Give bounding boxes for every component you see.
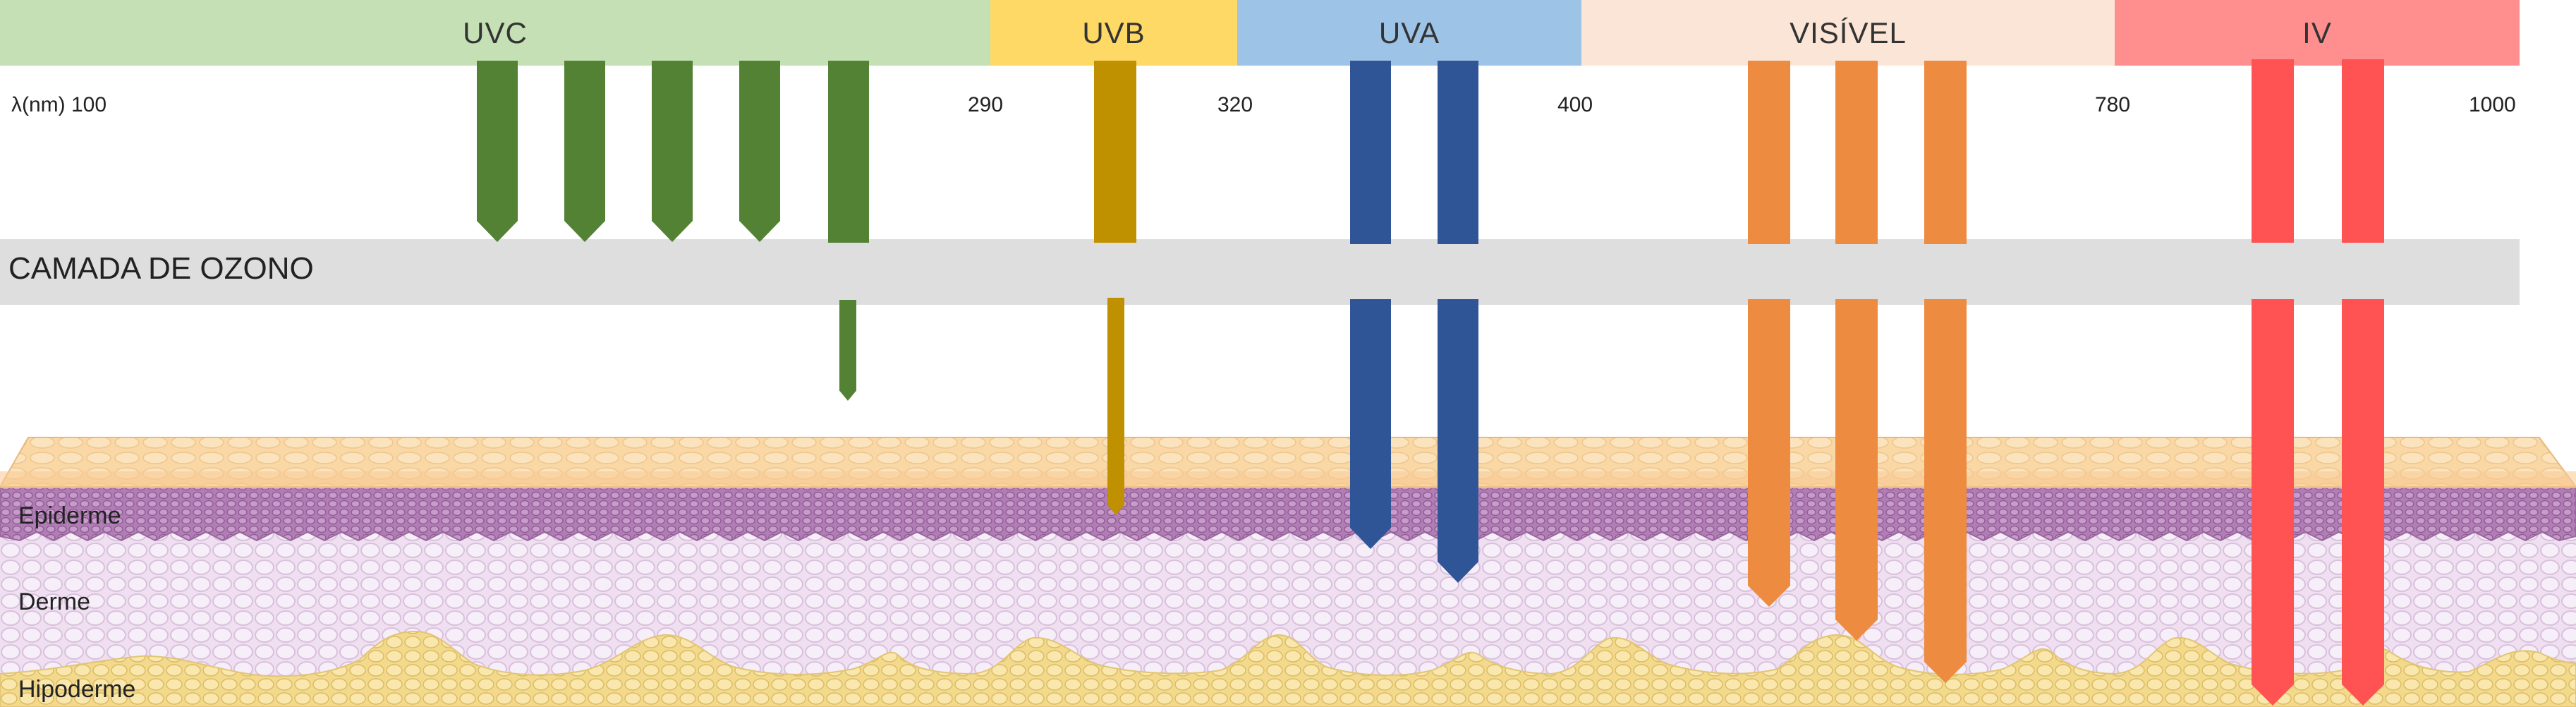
uva-ray-1-upper [1350, 61, 1391, 244]
band-uva: UVA [1237, 0, 1581, 66]
visible-ray-2-upper [1835, 61, 1878, 244]
ir-ray-1-upper [2252, 59, 2294, 243]
derme-label: Derme [18, 588, 91, 615]
ir-ray-2-upper [2342, 59, 2384, 243]
uva-ray-1-lower [1350, 299, 1391, 549]
band-uvb: UVB [990, 0, 1237, 66]
uva-ray-2-upper [1438, 61, 1478, 244]
band-visible-label: VISÍVEL [1790, 16, 1907, 49]
hipoderme-label: Hipoderme [18, 676, 136, 703]
uva-ray-2-lower [1438, 299, 1478, 583]
uvc-ray-2 [564, 61, 605, 242]
band-ir: IV [2115, 0, 2520, 66]
hypodermis-layer [0, 630, 2576, 707]
uvc-ray-5-upper [828, 61, 869, 243]
band-visible: VISÍVEL [1581, 0, 2115, 66]
visible-ray-1-upper [1748, 61, 1790, 244]
uvb-ray-upper [1094, 61, 1136, 243]
ir-ray-1-lower [2252, 299, 2294, 706]
tick-780: 780 [2095, 93, 2131, 116]
ozone-layer-label: CAMADA DE OZONO [8, 251, 314, 286]
band-uvc: UVC [0, 0, 990, 66]
tick-320: 320 [1217, 93, 1253, 116]
epiderme-label: Epiderme [18, 502, 121, 529]
tick-400: 400 [1557, 93, 1593, 116]
uvc-ray-5-lower [839, 300, 856, 401]
uvc-ray-3 [652, 61, 693, 242]
uvc-ray-4 [739, 61, 780, 242]
visible-ray-3-lower [1924, 299, 1967, 683]
tick-290: 290 [968, 93, 1004, 116]
visible-ray-3-upper [1924, 61, 1967, 244]
ir-ray-2-lower [2342, 299, 2384, 706]
band-uva-label: UVA [1378, 16, 1440, 49]
ozone-layer [0, 239, 2520, 305]
band-uvb-label: UVB [1082, 16, 1146, 49]
band-ir-label: IV [2302, 16, 2332, 49]
visible-ray-2-lower [1835, 299, 1878, 641]
tick-1000: 1000 [2469, 93, 2516, 116]
wavelength-unit-label: λ(nm) 100 [11, 93, 107, 116]
epidermis-layer [0, 486, 2576, 542]
uvb-ray-lower [1107, 298, 1124, 515]
radiation-rays [477, 59, 2384, 706]
band-uvc-label: UVC [463, 16, 528, 49]
uvc-ray-1 [477, 61, 518, 242]
visible-ray-1-lower [1748, 299, 1790, 607]
